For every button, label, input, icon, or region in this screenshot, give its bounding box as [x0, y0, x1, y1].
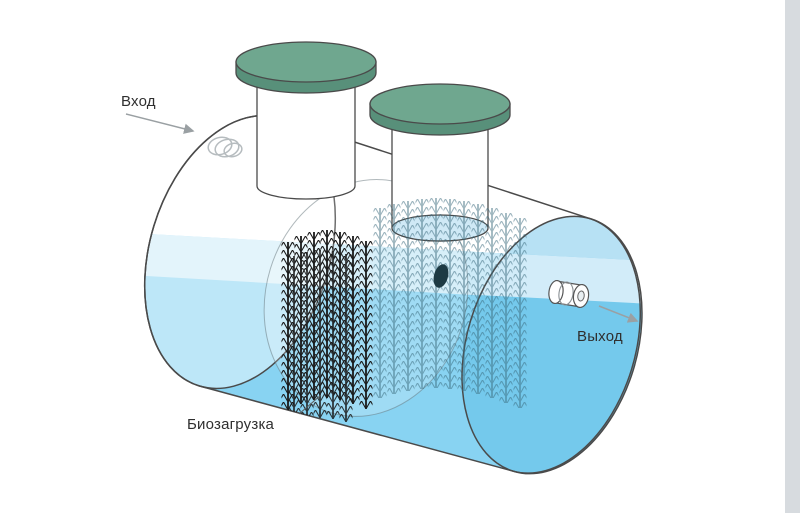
riser-right-lid	[369, 83, 511, 136]
bio-media-pointer-line	[298, 394, 322, 415]
label-outlet: Выход	[577, 328, 623, 345]
bio-media-front	[280, 229, 374, 411]
inlet-arrow-icon	[125, 113, 195, 134]
riser-left-lid	[235, 41, 377, 94]
inlet-pipe-icon	[207, 136, 243, 158]
bio-media	[280, 197, 528, 425]
riser-left	[235, 41, 377, 200]
outlet-arrow-icon	[598, 305, 639, 323]
right-gutter	[785, 0, 800, 513]
lid-top	[369, 83, 511, 125]
label-bio-media: Биозагрузка	[187, 416, 275, 433]
label-inlet: Вход	[121, 93, 156, 110]
outlet-pipe-icon	[548, 279, 590, 309]
bio-media-rear	[372, 197, 528, 409]
riser-left-tube	[256, 69, 356, 200]
lid-top	[235, 41, 377, 83]
drum-hole	[433, 264, 449, 288]
